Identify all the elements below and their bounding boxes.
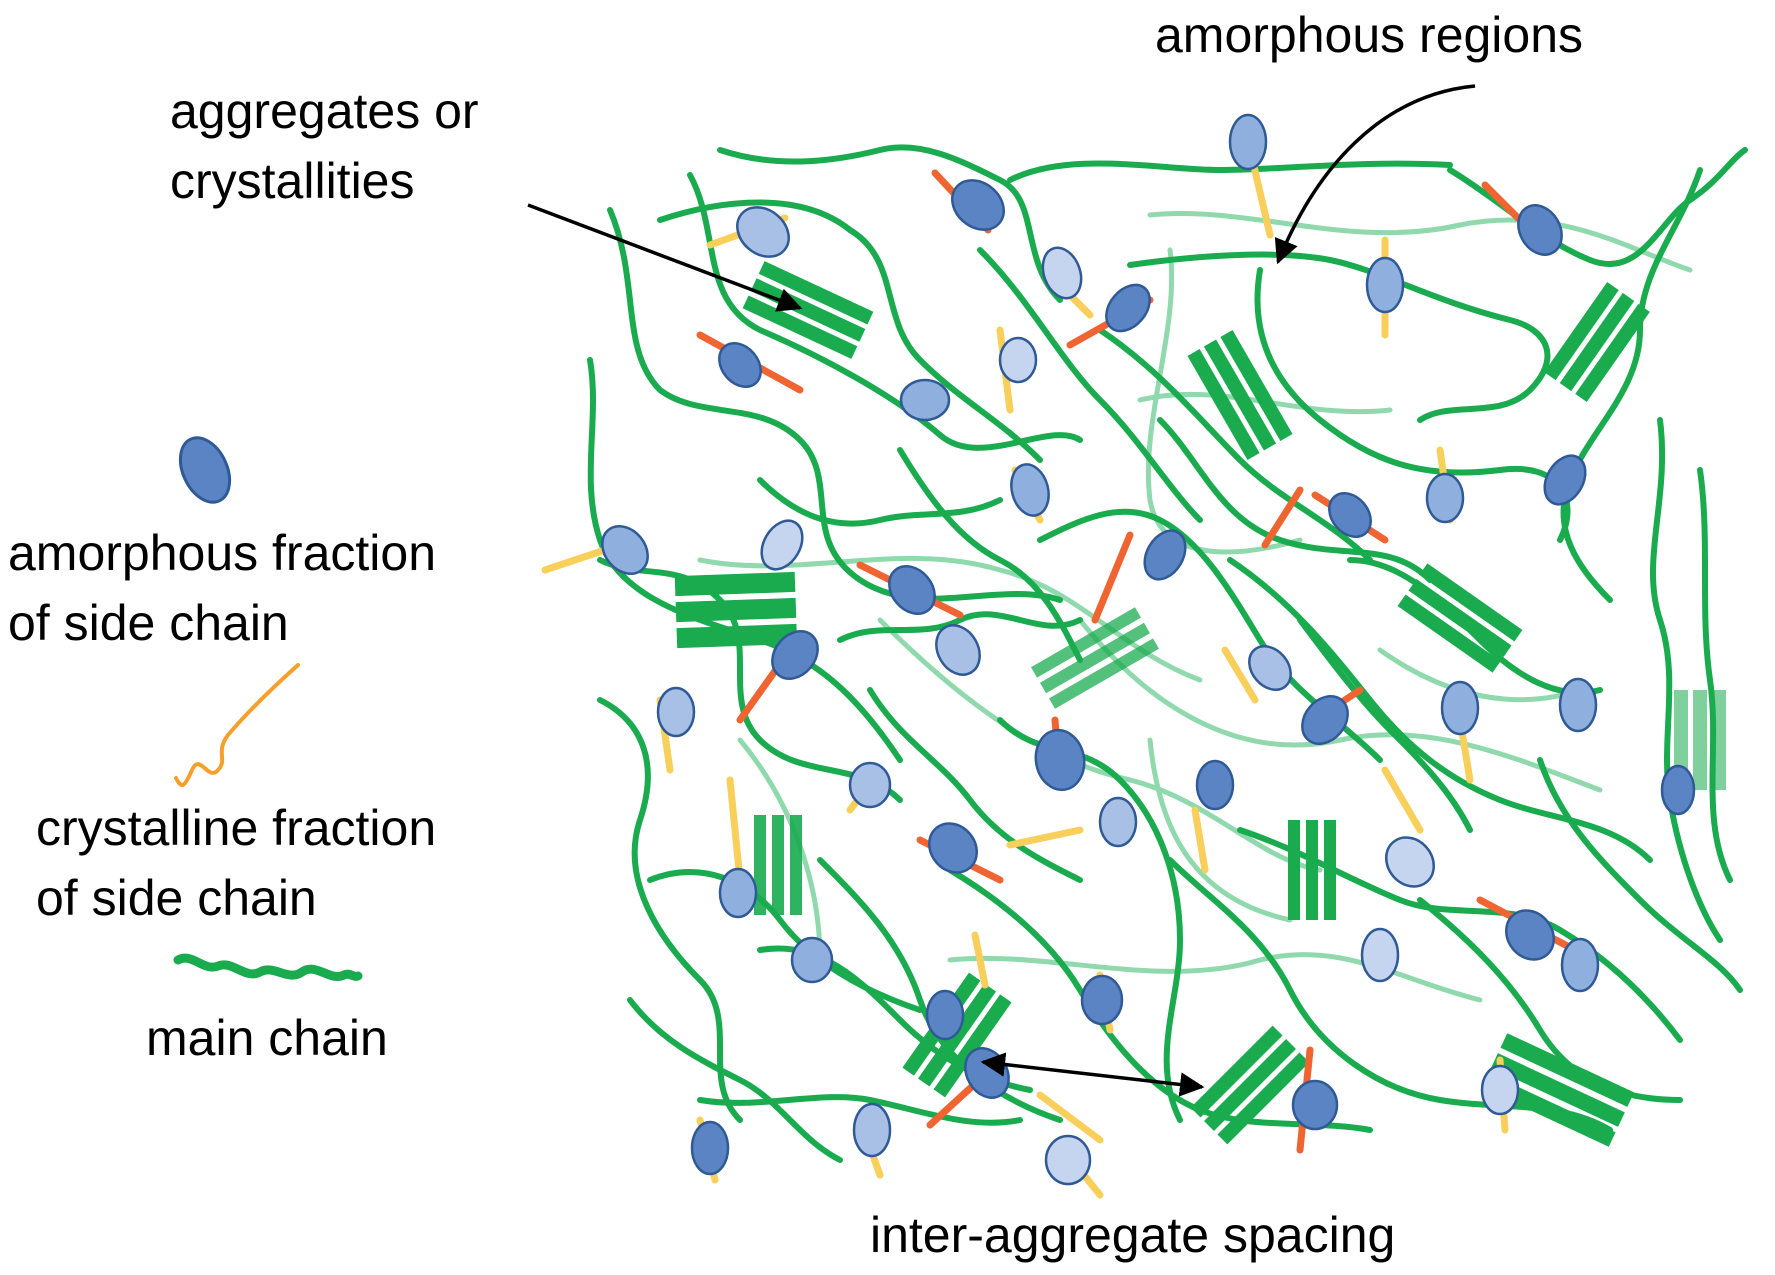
- side-chain-ellipse: [1098, 796, 1138, 848]
- amorphous-regions-label: amorphous regions: [1155, 7, 1583, 63]
- side-chain-ellipse: [790, 936, 834, 984]
- side-chain-ellipse: [656, 686, 696, 738]
- side-chain-ellipse: [888, 565, 936, 615]
- side-chain-ellipse: [1291, 1079, 1339, 1131]
- side-chain-ellipse: [1328, 492, 1372, 538]
- side-chain-ellipse: [1365, 256, 1405, 314]
- side-chain-ellipse: [1041, 246, 1083, 300]
- side-chain-ellipse: [1560, 937, 1600, 993]
- side-chain-ellipse: [935, 624, 981, 676]
- main-chain-label: main chain: [146, 1010, 388, 1066]
- aggregates-arrow: [527, 203, 803, 312]
- amorphous-side-chain-label-line2: of side chain: [8, 595, 289, 651]
- side-chain-ellipse: [951, 179, 1005, 231]
- side-chain-ellipse: [1044, 1134, 1092, 1186]
- side-chain-ellipse: [1248, 645, 1292, 691]
- side-chain-ellipse: [690, 1120, 730, 1176]
- side-chain-ellipse: [1425, 472, 1465, 524]
- side-chain-ellipses: [601, 113, 1696, 1186]
- inter-aggregate-spacing-arrow: [980, 1052, 1205, 1097]
- crystalline-side-chain-label-line2: of side chain: [36, 870, 317, 926]
- side-chain-ellipse: [1228, 113, 1268, 171]
- side-chain-ellipse: [1517, 204, 1563, 256]
- side-chain-ellipse: [771, 630, 819, 680]
- side-chain-ellipse: [852, 1102, 892, 1158]
- amorphous-side-chain-icon: [178, 436, 232, 504]
- side-chain-ellipse: [998, 336, 1038, 384]
- side-chain-ellipse: [1440, 680, 1480, 736]
- side-chain-ellipse: [601, 525, 649, 575]
- side-chain-ellipse: [760, 519, 804, 571]
- annotation-arrows: [527, 84, 1476, 1097]
- crystalline-side-chain-icon: [174, 663, 300, 787]
- aggregates-label-line2: crystallities: [170, 153, 414, 209]
- side-chain-ellipse: [1301, 695, 1349, 745]
- aggregate-11: [1031, 607, 1159, 709]
- side-chain-ellipse: [1385, 836, 1435, 888]
- side-chain-ellipse: [1105, 283, 1151, 333]
- aggregate-5: [1397, 563, 1523, 673]
- crystalline-side-chain-label-line1: crystalline fraction: [36, 800, 436, 856]
- amorphous-regions-arrow: [1274, 84, 1476, 265]
- side-chain-ellipse: [848, 761, 892, 809]
- aggregate-7: [1288, 820, 1336, 920]
- aggregate-2: [1187, 330, 1293, 460]
- side-chain-ellipse: [736, 206, 790, 258]
- crystalline-aggregates: [674, 261, 1726, 1147]
- side-chain-ellipse: [718, 342, 762, 388]
- side-chain-ellipse: [1034, 728, 1086, 792]
- side-chain-ellipse: [1010, 463, 1050, 517]
- side-chain-ellipse: [1360, 927, 1400, 983]
- main-chains: [587, 144, 1748, 1163]
- aggregates-label-line1: aggregates or: [170, 83, 479, 139]
- side-chain-ellipse: [1505, 909, 1555, 961]
- inter-aggregate-spacing-label: inter-aggregate spacing: [870, 1207, 1395, 1263]
- side-chain-ellipse: [899, 378, 951, 422]
- side-chain-ellipse: [1080, 974, 1124, 1026]
- side-chain-ellipse: [1195, 759, 1235, 811]
- side-chain-ellipse: [718, 867, 758, 919]
- side-chain-ellipse: [1480, 1064, 1520, 1116]
- side-chain-ellipse: [1558, 677, 1598, 733]
- aggregate-9: [1190, 1025, 1310, 1145]
- legend: amorphous fraction of side chain crystal…: [8, 436, 436, 1066]
- side-chain-ellipse: [1143, 529, 1187, 581]
- aggregate-6: [754, 815, 802, 915]
- side-chain-ellipse: [928, 822, 978, 874]
- aggregate-1: [742, 261, 874, 359]
- aggregate-4: [674, 571, 798, 649]
- main-chain-icon: [173, 953, 363, 981]
- amorphous-side-chain-label-line1: amorphous fraction: [8, 525, 436, 581]
- aggregate-3: [1544, 282, 1650, 402]
- side-chain-ellipse: [925, 989, 965, 1041]
- side-chain-ellipse: [1543, 454, 1587, 506]
- side-chain-ellipse: [1660, 764, 1696, 816]
